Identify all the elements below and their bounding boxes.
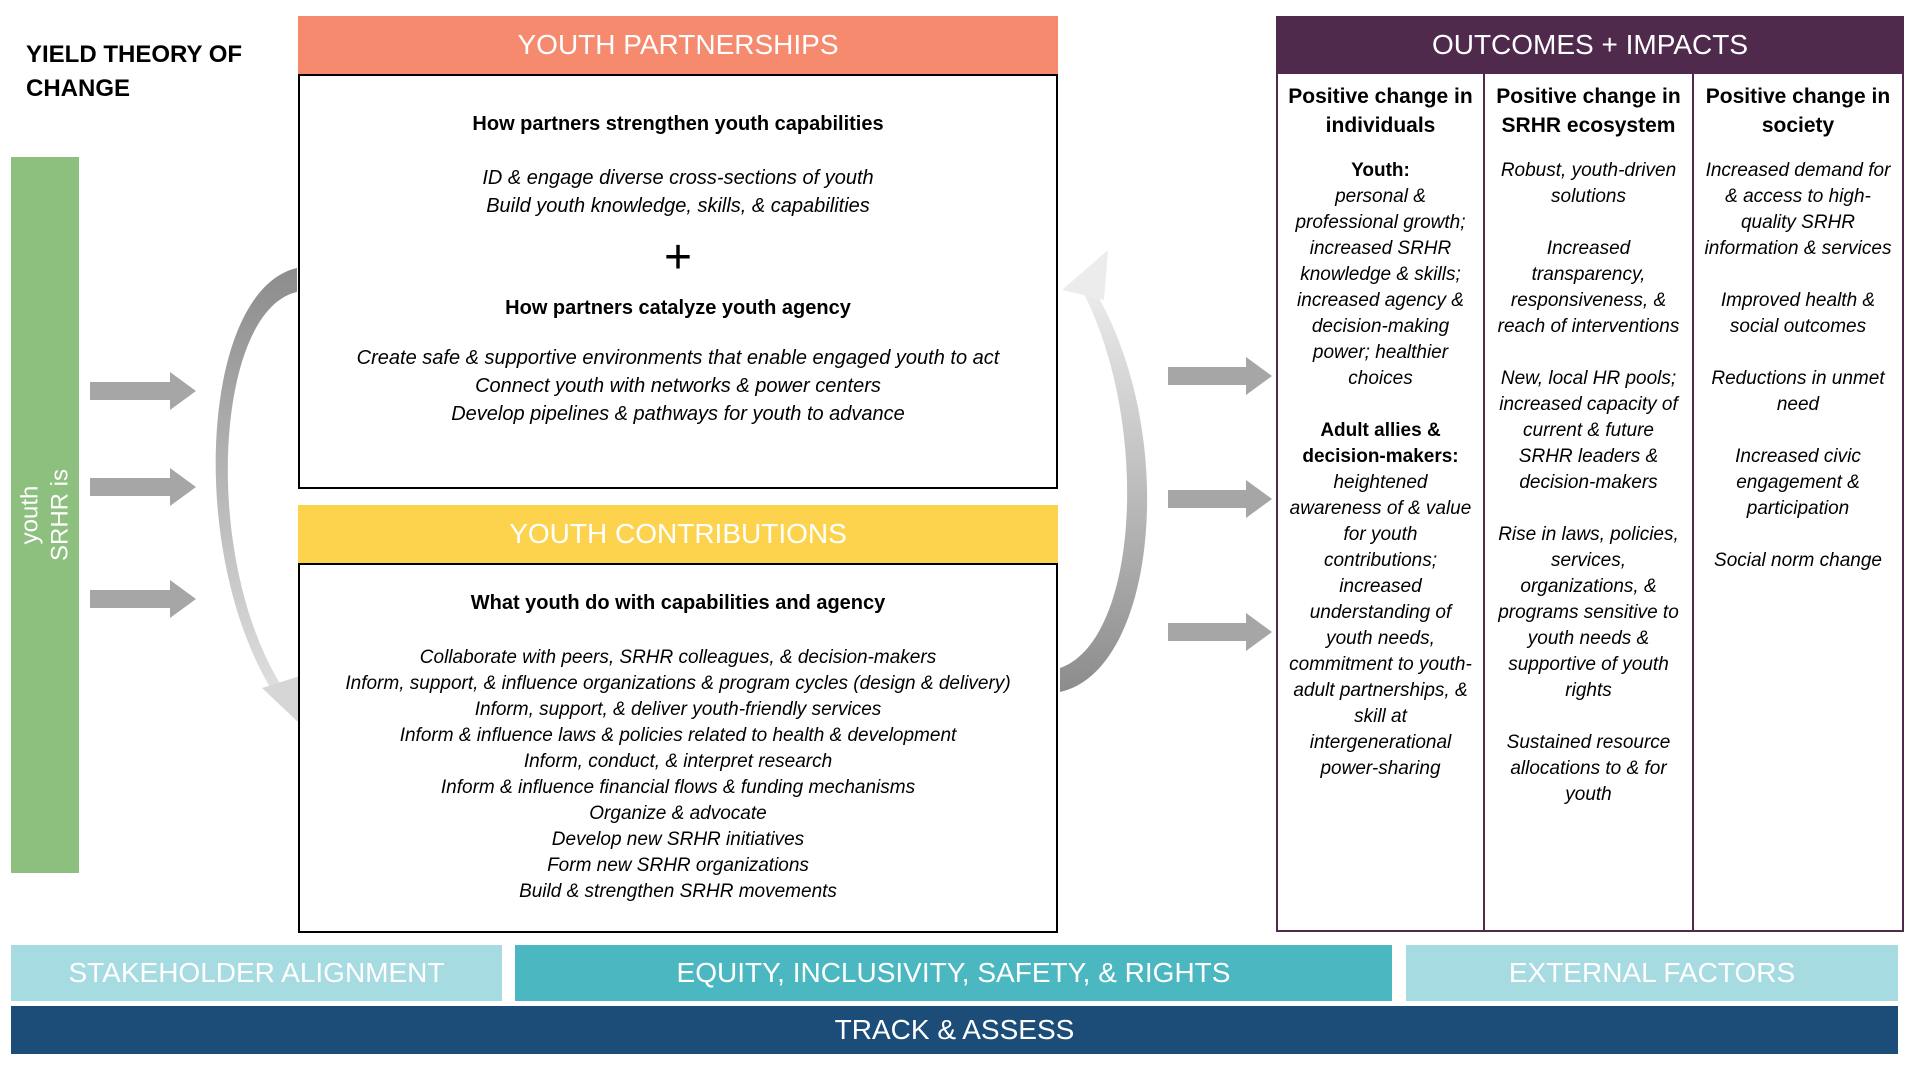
society-item: Reductions in unmet need — [1711, 368, 1885, 415]
input-arrow — [90, 372, 196, 410]
contribution-item: Form new SRHR organizations — [547, 855, 809, 876]
adult-allies-label: Adult allies & decision-makers: — [1302, 420, 1459, 467]
youth-outcomes-text: personal & professional growth; increase… — [1295, 186, 1466, 389]
catalyze-item: Connect youth with networks & power cent… — [475, 375, 881, 397]
ecosystem-item: Robust, youth-driven solutions — [1500, 160, 1677, 207]
youth-contributions-box: What youth do with capabilities and agen… — [298, 563, 1058, 933]
individuals-column: Positive change in individuals Youth: pe… — [1276, 74, 1485, 932]
contribution-to-partnership-arrowhead — [1062, 250, 1108, 300]
society-item: Increased civic engagement & participati… — [1735, 446, 1861, 519]
youth-partnerships-header: YOUTH PARTNERSHIPS — [298, 16, 1058, 74]
contributions-title: What youth do with capabilities and agen… — [470, 592, 886, 614]
society-heading: Positive change in society — [1705, 85, 1891, 137]
ecosystem-column: Positive change in SRHR ecosystem Robust… — [1485, 74, 1694, 932]
diagram-title: YIELD THEORY OF CHANGE — [26, 41, 243, 102]
ecosystem-heading: Positive change in SRHR ecosystem — [1496, 85, 1681, 137]
catalyze-item: Develop pipelines & pathways for youth t… — [451, 403, 905, 425]
partnership-to-contribution-arrowhead — [262, 676, 300, 722]
contribution-item: Inform & influence financial flows & fun… — [440, 777, 916, 798]
youth-partnerships-box: How partners strengthen youth capabiliti… — [298, 74, 1058, 489]
outcomes-impacts-header: OUTCOMES + IMPACTS — [1276, 16, 1904, 74]
equity-band: EQUITY, INCLUSIVITY, SAFETY, & RIGHTS — [515, 945, 1392, 1001]
youth-label: Youth: — [1351, 160, 1410, 181]
contribution-item: Inform, conduct, & interpret research — [523, 751, 833, 772]
power-shared-bar: How power is shared & youth SRHR is supp… — [0, 157, 163, 873]
track-assess-band: TRACK & ASSESS — [11, 1006, 1898, 1054]
contribution-item: Organize & advocate — [589, 803, 767, 824]
ecosystem-item: Increased transparency, responsiveness, … — [1497, 238, 1680, 337]
ecosystem-item: Rise in laws, policies, services, organi… — [1498, 524, 1679, 701]
strengthen-title: How partners strengthen youth capabiliti… — [472, 113, 884, 135]
output-arrow — [1168, 613, 1272, 651]
contribution-item: Inform & influence laws & policies relat… — [399, 725, 957, 746]
contributions-list: Collaborate with peers, SRHR colleagues,… — [300, 645, 1056, 905]
output-arrow — [1168, 480, 1272, 518]
output-arrow — [1168, 357, 1272, 395]
contribution-item: Inform, support, & deliver youth-friendl… — [474, 699, 882, 720]
strengthen-item: ID & engage diverse cross-sections of yo… — [482, 167, 874, 189]
society-column: Positive change in society Increased dem… — [1694, 74, 1904, 932]
youth-contributions-header: YOUTH CONTRIBUTIONS — [298, 505, 1058, 563]
contribution-to-partnership-arrow — [1060, 280, 1148, 692]
ecosystem-item: New, local HR pools; increased capacity … — [1499, 368, 1678, 493]
contribution-item: Develop new SRHR initiatives — [551, 829, 805, 850]
society-item: Increased demand for & access to high-qu… — [1704, 160, 1892, 259]
catalyze-item: Create safe & supportive environments th… — [356, 347, 1000, 369]
external-factors-band: EXTERNAL FACTORS — [1406, 945, 1898, 1001]
contribution-item: Build & strengthen SRHR movements — [519, 881, 837, 902]
ecosystem-item: Sustained resource allocations to & for … — [1506, 732, 1671, 805]
society-item: Improved health & social outcomes — [1720, 290, 1876, 337]
partnership-to-contribution-arrow — [215, 268, 297, 700]
input-arrow — [90, 580, 196, 618]
input-arrow — [90, 468, 196, 506]
society-item: Social norm change — [1714, 550, 1882, 571]
catalyze-title: How partners catalyze youth agency — [505, 297, 851, 319]
contribution-item: Inform, support, & influence organizatio… — [345, 673, 1011, 694]
adult-allies-text: heightened awareness of & value for yout… — [1289, 472, 1472, 779]
plus-sign: + — [663, 231, 693, 284]
strengthen-item: Build youth knowledge, skills, & capabil… — [486, 195, 870, 217]
stakeholder-alignment-band: STAKEHOLDER ALIGNMENT — [11, 945, 502, 1001]
individuals-heading: Positive change in individuals — [1288, 85, 1473, 137]
contribution-item: Collaborate with peers, SRHR colleagues,… — [419, 647, 937, 668]
